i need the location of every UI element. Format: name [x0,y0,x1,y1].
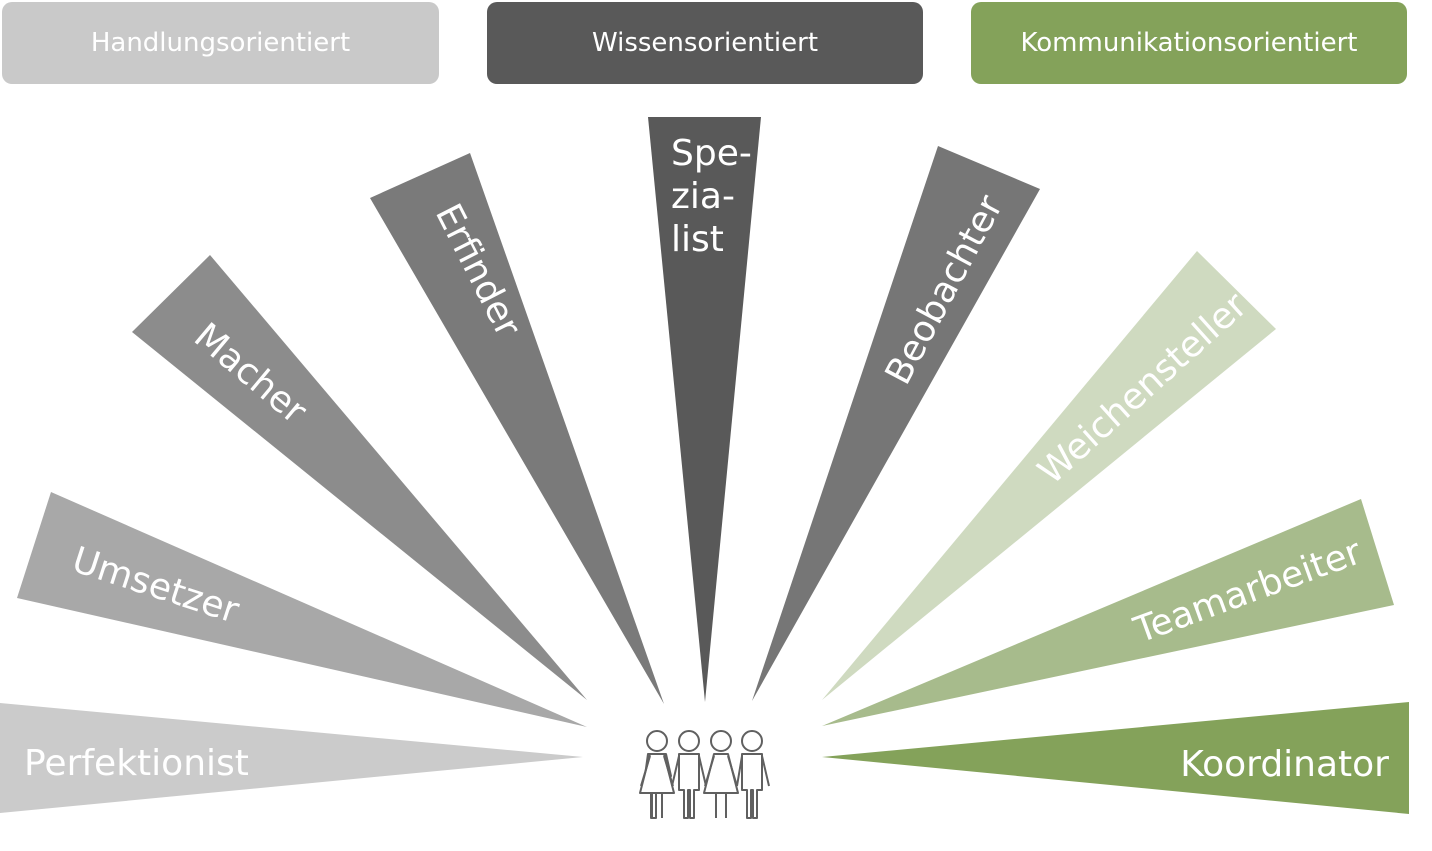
ray-koordinator [822,702,1409,814]
team-people-icon [639,730,770,819]
role-perfektionist: Perfektionist [0,703,583,813]
category-kommunikationsorientiert: Kommunikationsorientiert [971,2,1407,84]
role-teamarbeiter: Teamarbeiter [822,499,1394,726]
category-handlungsorientiert: Handlungsorientiert [2,2,439,84]
role-umsetzer: Umsetzer [17,492,587,727]
label-perfektionist: Perfektionist [24,743,249,784]
role-spezialist: Spe-zia-list [648,117,761,702]
label-spezialist: Spe-zia-list [671,133,752,260]
ray-erfinder [370,153,664,704]
ray-perfektionist [0,703,583,813]
role-koordinator: Koordinator [822,702,1409,814]
label-koordinator: Koordinator [1180,744,1389,785]
ray-macher [132,255,587,700]
ray-teamarbeiter [822,499,1394,726]
ray-spezialist [648,117,761,702]
ray-umsetzer [17,492,587,727]
ray-weichensteller [822,251,1276,700]
ray-beobachter [752,146,1040,701]
category-wissensorientiert: Wissensorientiert [487,2,923,84]
